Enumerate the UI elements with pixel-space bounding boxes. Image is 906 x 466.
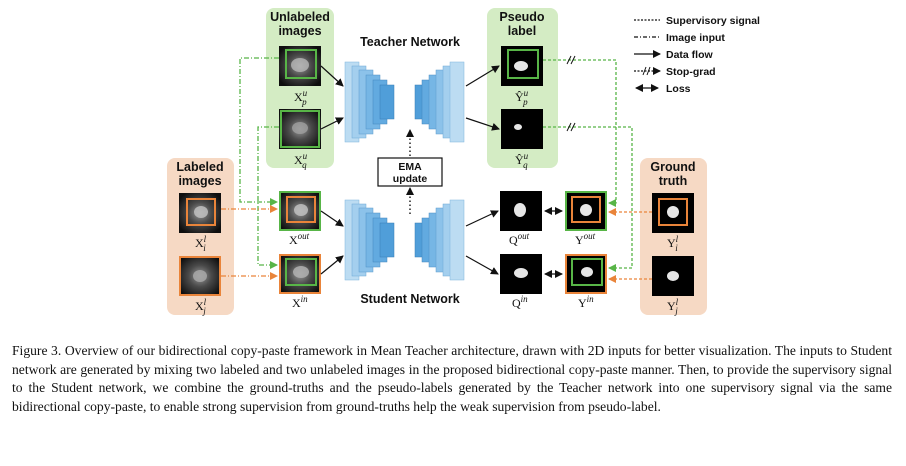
legend-stop-grad: Stop-grad xyxy=(666,66,716,78)
ema-label-2: update xyxy=(393,173,428,185)
var-xout: Xout xyxy=(289,231,310,247)
image-xjl xyxy=(179,256,221,296)
ground-truth-yjl xyxy=(652,256,694,296)
label-yout xyxy=(565,191,607,231)
image-xqu xyxy=(279,109,321,149)
pseudo-title-1: Pseudo xyxy=(499,10,545,24)
legend-image-input: Image input xyxy=(666,32,725,44)
legend-supervisory: Supervisory signal xyxy=(666,15,760,27)
var-yout: Yout xyxy=(575,231,596,247)
ground-title-2: truth xyxy=(659,174,687,188)
var-yin: Yin xyxy=(578,294,594,310)
pseudo-label-ypu xyxy=(501,46,543,86)
student-network-label: Student Network xyxy=(360,292,459,306)
label-yin xyxy=(565,254,607,294)
image-xil xyxy=(179,193,221,233)
image-xin xyxy=(279,254,321,294)
legend-loss: Loss xyxy=(666,83,691,95)
framework-diagram: Unlabeled images Labeled images Pseudo l… xyxy=(167,8,760,316)
teacher-decoder xyxy=(414,61,465,143)
labeled-title-1: Labeled xyxy=(176,160,223,174)
teacher-network xyxy=(344,61,465,143)
pseudo-label-yqu xyxy=(501,109,543,149)
var-qout: Qout xyxy=(509,231,530,247)
teacher-network-label: Teacher Network xyxy=(360,35,460,49)
unlabeled-title-2: images xyxy=(278,24,321,38)
image-xout xyxy=(279,191,321,231)
labeled-title-2: images xyxy=(178,174,221,188)
legend-data-flow: Data flow xyxy=(666,49,714,61)
ground-title-1: Ground xyxy=(650,160,695,174)
stop-grad-marks xyxy=(566,55,576,132)
data-flow-arrows xyxy=(320,65,500,275)
prediction-qin xyxy=(500,254,542,294)
image-xpu xyxy=(279,46,321,86)
var-qin: Qin xyxy=(512,294,528,310)
figure-caption: Figure 3. Overview of our bidirectional … xyxy=(12,343,892,414)
student-network xyxy=(344,199,465,281)
ema-update-box xyxy=(377,157,443,187)
legend: Supervisory signal Image input Data flow… xyxy=(634,15,760,95)
supervisory-orange xyxy=(608,208,652,283)
student-decoder xyxy=(414,199,465,281)
prediction-qout xyxy=(500,191,542,231)
image-input-green xyxy=(239,57,279,269)
ground-truth-yil xyxy=(652,193,694,233)
teacher-encoder xyxy=(344,61,395,143)
student-encoder xyxy=(344,199,395,281)
supervisory-green xyxy=(543,59,633,272)
image-input-orange xyxy=(221,205,278,280)
pseudo-title-2: label xyxy=(508,24,537,38)
ema-label-1: EMA xyxy=(398,161,422,173)
unlabeled-title-1: Unlabeled xyxy=(270,10,330,24)
var-xin: Xin xyxy=(292,294,308,310)
